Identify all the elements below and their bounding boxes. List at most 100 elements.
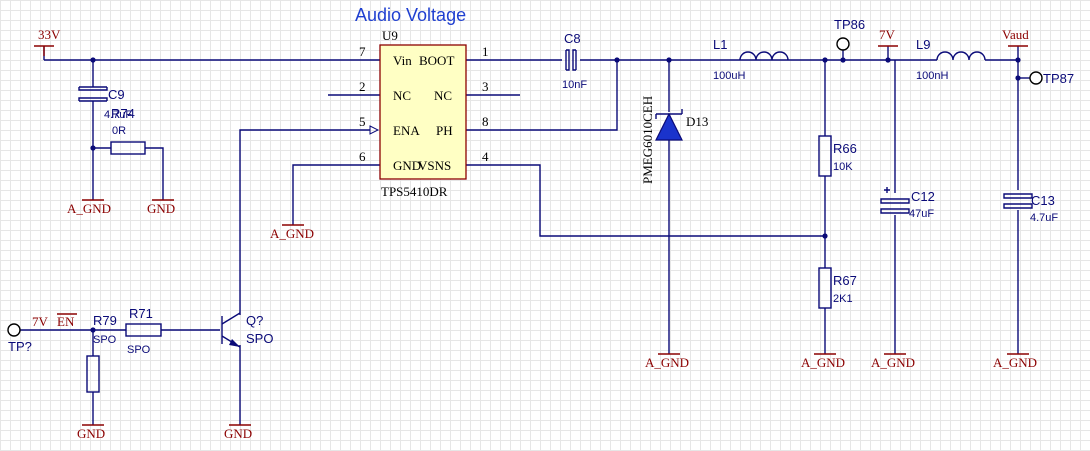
inductor-l1[interactable]: L1 100uH — [713, 37, 789, 82]
r74-ref: R74 — [111, 106, 135, 121]
l1-value: 100uH — [713, 70, 745, 82]
ground-symbol-a-gnd: A_GND — [67, 199, 111, 216]
svg-text:7V: 7V — [879, 27, 896, 42]
pin-number-4: 4 — [482, 149, 489, 164]
wire-vsns — [466, 164, 825, 237]
net-label-7v-en: 7V EN — [32, 313, 77, 329]
resistor-r79[interactable]: R79 SPO — [86, 313, 117, 393]
ground-label: A_GND — [801, 355, 845, 370]
pin-name-ena: ENA — [393, 123, 420, 138]
net-7v-text: 7V — [32, 314, 49, 329]
junctions — [90, 57, 1021, 333]
tp87-label: TP87 — [1043, 71, 1074, 86]
ground-label: GND — [77, 426, 105, 441]
ground-label: A_GND — [645, 355, 689, 370]
q-ref: Q? — [246, 313, 263, 328]
power-port-vaud: Vaud — [1002, 27, 1029, 47]
l9-value: 100nH — [916, 70, 948, 82]
junction-dot — [666, 57, 672, 63]
power-port-7v: 7V — [878, 27, 898, 47]
inductor-l9[interactable]: L9 100nH — [913, 37, 986, 82]
ground-label: A_GND — [67, 201, 111, 216]
c12-value: 47uF — [909, 208, 934, 220]
ground-symbol-a-gnd: A_GND — [871, 353, 915, 370]
resistor-r67[interactable]: R67 2K1 — [818, 267, 857, 309]
c9-ref: C9 — [108, 87, 125, 102]
l9-ref: L9 — [916, 37, 930, 52]
pin-number-5: 5 — [359, 114, 366, 129]
test-point-tp87[interactable]: TP87 — [1029, 71, 1074, 86]
pin-name-ph: PH — [436, 123, 453, 138]
ground-label: A_GND — [270, 226, 314, 241]
resistor-r66[interactable]: R66 10K — [818, 135, 857, 177]
ground-symbol-gnd: GND — [147, 199, 175, 216]
r66-value: 10K — [833, 161, 853, 173]
r79-ref: R79 — [93, 313, 117, 328]
q-value: SPO — [246, 331, 273, 346]
resistor-r74[interactable]: R74 0R — [110, 106, 146, 155]
capacitor-c8[interactable]: C8 10nF — [562, 31, 587, 91]
junction-dot — [1015, 75, 1021, 81]
tp86-label: TP86 — [834, 17, 865, 32]
pin-name-gnd: GND — [393, 158, 421, 173]
ground-label: GND — [147, 201, 175, 216]
c8-value: 10nF — [562, 79, 587, 91]
r67-value: 2K1 — [833, 293, 853, 305]
ground-symbol-a-gnd: A_GND — [270, 224, 314, 241]
junction-dot — [90, 57, 96, 63]
test-point-tp86[interactable]: TP86 — [834, 17, 865, 51]
diode-d13[interactable]: D13 PMEG6010CEH — [640, 96, 708, 184]
ground-symbol-a-gnd: A_GND — [993, 353, 1037, 370]
ground-symbol-a-gnd: A_GND — [645, 353, 689, 370]
ground-symbol-a-gnd: A_GND — [801, 353, 845, 370]
transistor-q[interactable]: Q? SPO — [221, 312, 273, 348]
junction-dot — [840, 57, 846, 63]
ground-label: GND — [224, 426, 252, 441]
pin-number-8: 8 — [482, 114, 489, 129]
wire-r74-right — [145, 147, 164, 200]
wire-collector-ena — [239, 129, 370, 315]
ground-label: A_GND — [871, 355, 915, 370]
power-port-33v: 33V — [34, 27, 61, 56]
emitter-arrow-icon — [229, 339, 240, 347]
pin-name-vsns: VSNS — [418, 158, 451, 173]
schematic-title: Audio Voltage — [355, 5, 466, 25]
wires — [20, 46, 1030, 425]
pin-number-7: 7 — [359, 44, 366, 59]
ground-label: A_GND — [993, 355, 1037, 370]
c12-ref: C12 — [911, 189, 935, 204]
ena-input-arrow-icon — [369, 125, 380, 135]
capacitor-c12[interactable]: C12 47uF — [880, 187, 935, 220]
l1-ref: L1 — [713, 37, 727, 52]
r74-value: 0R — [112, 125, 126, 137]
ic-u9-part: TPS5410DR — [381, 184, 448, 199]
capacitor-c13[interactable]: C13 4.7uF — [1003, 193, 1058, 224]
pin-name-nc-left: NC — [393, 88, 411, 103]
ground-symbols: A_GND GND A_GND A_GND A_GND A_GND A_GND GND GND — [67, 199, 1037, 441]
pin-number-1: 1 — [482, 44, 489, 59]
c13-ref: C13 — [1031, 193, 1055, 208]
c13-value: 4.7uF — [1030, 212, 1058, 224]
pin-number-2: 2 — [359, 79, 366, 94]
ic-u9-designator: U9 — [382, 28, 398, 43]
svg-text:Vaud: Vaud — [1002, 27, 1029, 42]
junction-dot — [90, 145, 96, 151]
pin-name-boot: BOOT — [419, 53, 454, 68]
junction-dot — [614, 57, 620, 63]
r71-value: SPO — [127, 344, 151, 356]
junction-dot — [822, 233, 828, 239]
test-point-tp-en[interactable]: TP? — [7, 323, 32, 354]
ic-u9[interactable]: U9 TPS5410DR 7 2 5 6 1 3 8 4 Vin BOOT NC… — [359, 28, 489, 199]
r79-value: SPO — [93, 334, 117, 346]
r66-ref: R66 — [833, 141, 857, 156]
junction-dot — [90, 327, 96, 333]
pin-number-3: 3 — [482, 79, 489, 94]
ic-u9-body — [379, 44, 467, 180]
capacitor-c9[interactable]: C9 4.7uF — [78, 86, 132, 121]
junction-dot — [885, 57, 891, 63]
d13-ref: D13 — [686, 114, 708, 129]
wire-ph — [466, 60, 618, 131]
resistor-r71[interactable]: R71 SPO — [125, 306, 162, 356]
ground-symbol-gnd: GND — [224, 424, 252, 441]
